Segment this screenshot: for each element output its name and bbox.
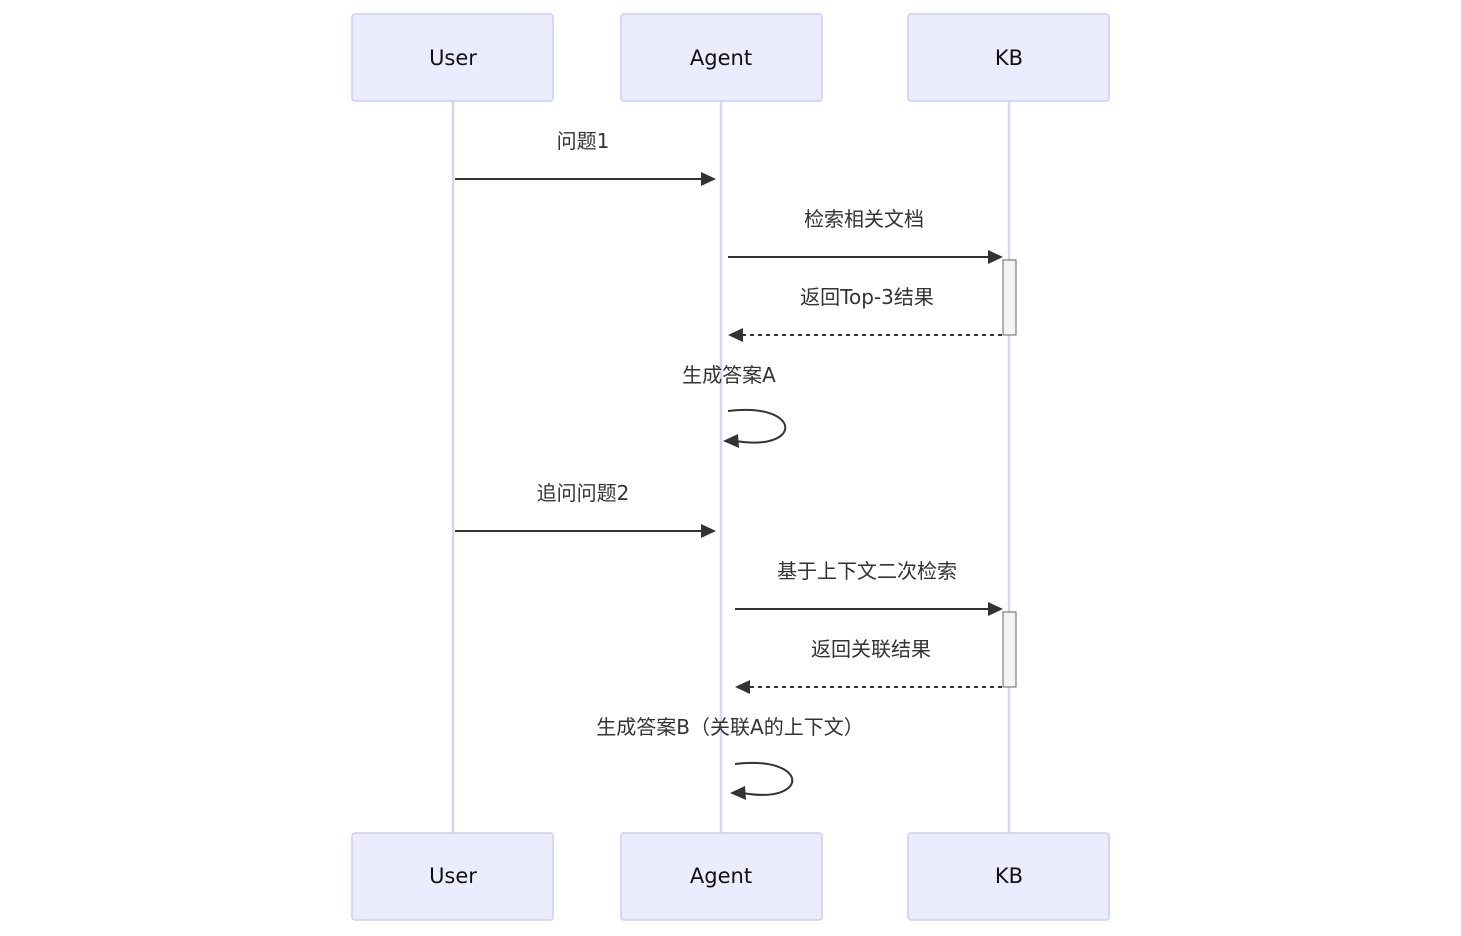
actor-top-user: User bbox=[351, 13, 554, 102]
message-label: 返回Top-3结果 bbox=[800, 285, 934, 309]
message-5: 追问问题2 bbox=[455, 481, 716, 538]
actor-bottom-kb: KB bbox=[907, 832, 1110, 921]
arrowhead bbox=[723, 434, 739, 448]
actor-label: KB bbox=[995, 864, 1023, 888]
actor-label: Agent bbox=[690, 46, 752, 70]
message-label: 检索相关文档 bbox=[804, 207, 924, 231]
actor-label: Agent bbox=[690, 864, 752, 888]
arrowhead bbox=[730, 786, 746, 800]
message-label: 返回关联结果 bbox=[811, 637, 931, 661]
message-2: 检索相关文档 bbox=[728, 207, 1003, 264]
message-7: 返回关联结果 bbox=[735, 637, 1002, 694]
actor-label: User bbox=[429, 46, 477, 70]
actor-bottom-user: User bbox=[351, 832, 554, 921]
message-label: 问题1 bbox=[557, 129, 610, 153]
arrowhead bbox=[735, 680, 750, 694]
message-6: 基于上下文二次检索 bbox=[735, 559, 1003, 616]
message-3: 返回Top-3结果 bbox=[728, 285, 1002, 342]
actor-top-agent: Agent bbox=[620, 13, 823, 102]
message-8-self: 生成答案B（关联A的上下文） bbox=[596, 715, 864, 800]
message-label: 生成答案B（关联A的上下文） bbox=[596, 715, 863, 739]
message-1: 问题1 bbox=[455, 129, 716, 186]
actor-label: KB bbox=[995, 46, 1023, 70]
arrowhead bbox=[988, 602, 1003, 616]
activation-kb-2 bbox=[1002, 611, 1017, 688]
arrowhead bbox=[728, 328, 743, 342]
message-label: 生成答案A bbox=[682, 363, 776, 387]
message-label: 基于上下文二次检索 bbox=[777, 559, 957, 583]
message-label: 追问问题2 bbox=[537, 481, 630, 505]
arrowhead bbox=[988, 250, 1003, 264]
actor-label: User bbox=[429, 864, 477, 888]
arrowhead bbox=[701, 172, 716, 186]
arrowhead bbox=[701, 524, 716, 538]
actor-bottom-agent: Agent bbox=[620, 832, 823, 921]
message-4-self: 生成答案A bbox=[682, 363, 787, 448]
actor-top-kb: KB bbox=[907, 13, 1110, 102]
activation-kb-1 bbox=[1002, 259, 1017, 336]
